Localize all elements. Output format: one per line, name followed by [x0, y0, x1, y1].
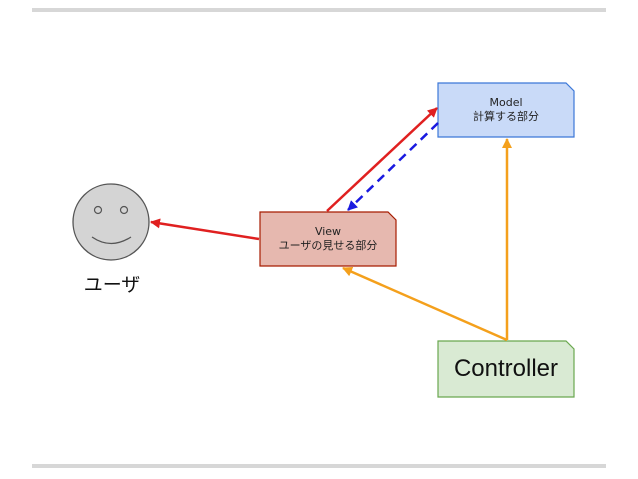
view-to-model-arrow: [326, 107, 438, 212]
top-divider: [32, 8, 606, 12]
model-title: Model: [489, 96, 523, 109]
user-face-icon: [72, 183, 150, 261]
view-subtitle: ユーザの見せる部分: [278, 239, 378, 252]
view-box-shape: [259, 211, 397, 267]
controller-box: Controller: [438, 341, 574, 397]
bottom-divider: [32, 464, 606, 468]
model-subtitle: 計算する部分: [473, 110, 539, 123]
view-to-user-arrow: [150, 218, 260, 241]
view-title: View: [314, 225, 342, 238]
controller-title: Controller: [453, 355, 559, 382]
model-to-view-dashed-arrow: [347, 122, 439, 211]
model-box: Model 計算する部分: [438, 83, 574, 137]
user-label: ユーザ: [83, 274, 141, 296]
model-box-shape: [437, 82, 575, 138]
view-box: View ユーザの見せる部分: [260, 212, 396, 266]
controller-to-view-arrow: [342, 266, 508, 342]
controller-box-shape: [437, 340, 575, 398]
